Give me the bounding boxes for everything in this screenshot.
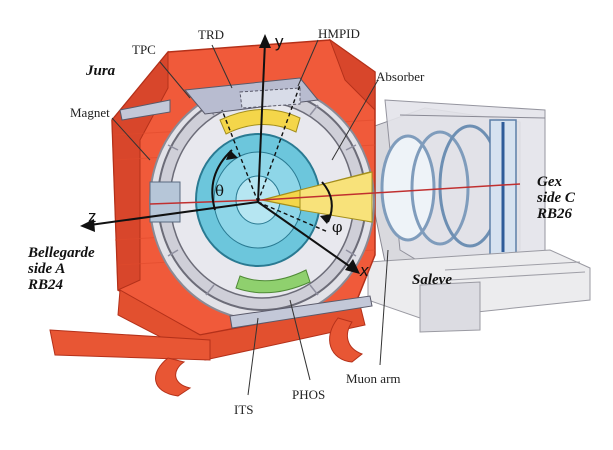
gex-side-line-1: Gex — [537, 174, 562, 190]
gex-side-line-3: RB26 — [537, 205, 573, 222]
its-label: ITS — [234, 402, 254, 417]
saleve-label: Saleve — [412, 272, 452, 288]
x-axis-label: x — [360, 261, 369, 280]
label-leader-lines — [111, 39, 389, 396]
coordinate-axes — [80, 34, 360, 274]
phi-label: φ — [332, 218, 343, 236]
trd-label: TRD — [198, 27, 224, 42]
hmpid-label: HMPID — [318, 26, 360, 41]
z-axis-label: z — [88, 207, 97, 226]
gex-side-label: Gex side C RB26 — [537, 174, 575, 222]
tpc-label: TPC — [132, 42, 156, 57]
absorber-label: Absorber — [376, 69, 425, 84]
magnet-label: Magnet — [70, 105, 110, 120]
theta-label: θ — [215, 182, 225, 200]
jura-label: Jura — [86, 63, 116, 79]
y-axis-label: y — [275, 32, 284, 51]
bellegarde-side-label: Bellegarde side A RB24 — [28, 245, 95, 293]
phos-label: PHOS — [292, 387, 326, 402]
bellegarde-side-line-1: Bellegarde — [28, 245, 95, 261]
bellegarde-side-line-3: RB24 — [28, 276, 64, 293]
muon-arm-label: Muon arm — [346, 371, 401, 386]
gex-side-line-2: side C — [537, 189, 575, 206]
bellegarde-side-line-2: side A — [28, 260, 66, 277]
absorber-cone — [149, 171, 521, 223]
muon-arm-structure — [357, 99, 591, 333]
